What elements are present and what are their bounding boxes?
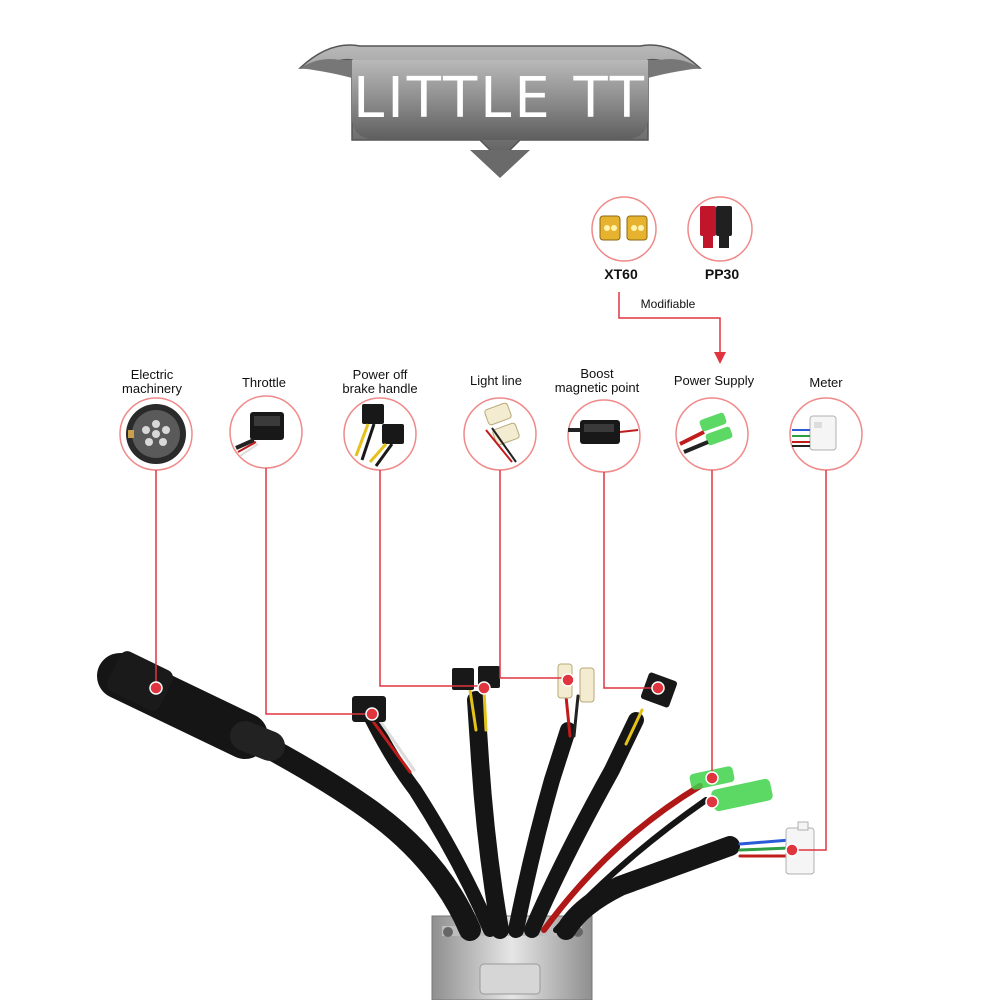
xt60-connector-icon	[599, 215, 648, 241]
xt60-label: XT60	[604, 266, 638, 282]
label-electric-machinery: Electric machinery	[122, 367, 182, 396]
meter-connector-icon	[792, 415, 837, 451]
xt60-circle	[591, 196, 657, 262]
pp30-label: PP30	[704, 266, 740, 282]
power-connector-icon	[679, 412, 733, 454]
callout-lines	[155, 468, 827, 851]
brake-connector-icon	[354, 404, 404, 467]
harness-connectors	[106, 651, 815, 875]
brand-title: LITTLE TT	[353, 66, 647, 131]
label-brake-handle: Power off brake handle	[342, 367, 418, 396]
port-icons	[119, 395, 863, 473]
label-throttle: Throttle	[241, 375, 287, 390]
label-meter: Meter	[809, 375, 843, 390]
pp30-connector-icon	[700, 206, 732, 248]
label-power-supply: Power Supply	[673, 373, 755, 388]
motor-plug-icon	[126, 404, 186, 464]
boost-connector-icon	[568, 420, 639, 444]
battery-options	[591, 196, 753, 364]
cable-harness	[97, 653, 792, 941]
label-boost: Boost magnetic point	[554, 366, 640, 395]
modifiable-note: Modifiable	[637, 297, 699, 311]
light-connector-icon	[484, 402, 520, 463]
logo-banner	[298, 44, 702, 178]
callout-markers	[149, 673, 799, 857]
label-light-line: Light line	[469, 373, 523, 388]
throttle-connector-icon	[235, 412, 284, 457]
